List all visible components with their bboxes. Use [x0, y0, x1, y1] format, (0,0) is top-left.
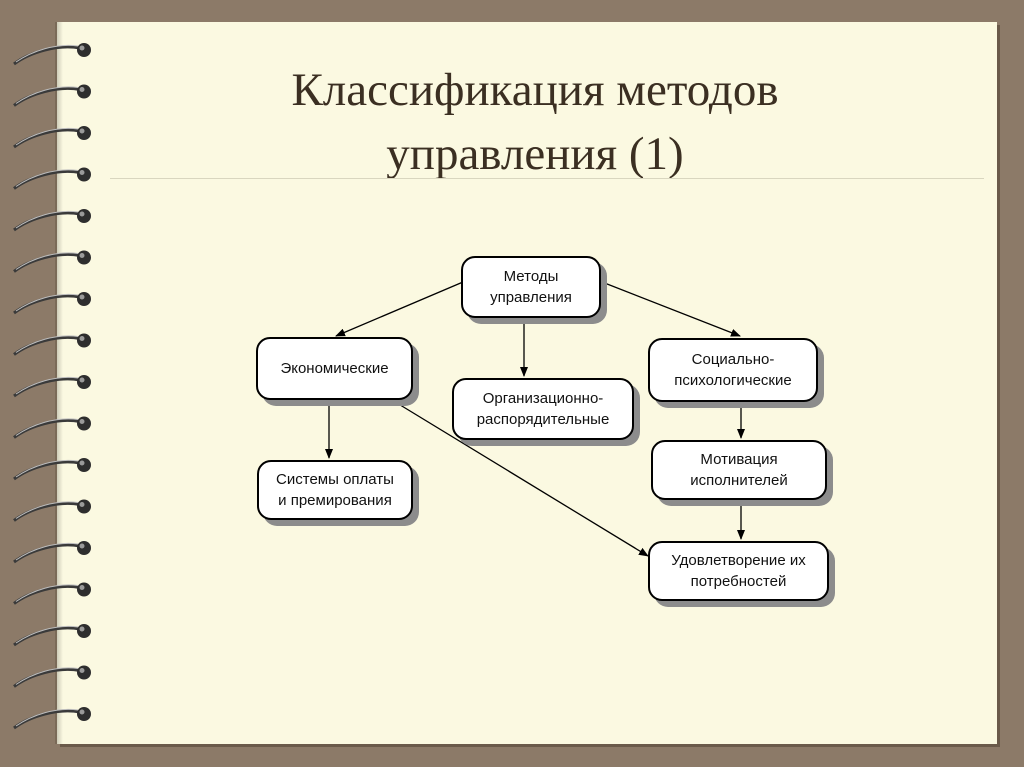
spiral-binding [13, 43, 91, 730]
title-line-2: управления (1) [386, 128, 684, 180]
page-edge-shadow [57, 22, 63, 744]
node-organizational-administrative: Организационно- распорядительные [452, 378, 634, 440]
spiral-binding-ring [13, 126, 91, 149]
spiral-binding-ring [13, 665, 91, 688]
node-motivation-of-performers: Мотивация исполнителей [651, 440, 827, 500]
title-line-1: Классификация методов [291, 64, 779, 116]
spiral-binding-ring [13, 624, 91, 647]
spiral-binding-ring [13, 209, 91, 232]
spiral-binding-ring [13, 582, 91, 605]
spiral-binding-ring [13, 458, 91, 481]
spiral-binding-ring [13, 499, 91, 522]
node-methods-of-management: Методы управления [461, 256, 601, 318]
spiral-binding-ring [13, 333, 91, 356]
spiral-binding-ring [13, 167, 91, 190]
node-economic: Экономические [256, 337, 413, 400]
spiral-binding-ring [13, 541, 91, 564]
spiral-binding-ring [13, 375, 91, 398]
arrow-economic-to-needs [391, 399, 649, 557]
node-payment-and-bonus-systems: Системы оплаты и премирования [257, 460, 413, 520]
spiral-binding-ring [13, 292, 91, 315]
node-socio-psychological: Социально- психологические [648, 338, 818, 402]
arrow-root-to-economic [335, 281, 464, 337]
arrow-root-to-social [601, 281, 741, 337]
spiral-binding-ring [13, 707, 91, 730]
title-divider [110, 178, 984, 179]
spiral-binding-ring [13, 84, 91, 107]
spiral-binding-ring [13, 250, 91, 273]
slide-title: Классификация методов управления (1) [120, 58, 950, 186]
spiral-binding-ring [13, 43, 91, 66]
spiral-binding-ring [13, 416, 91, 439]
node-satisfaction-of-needs: Удовлетворение их потребностей [648, 541, 829, 601]
